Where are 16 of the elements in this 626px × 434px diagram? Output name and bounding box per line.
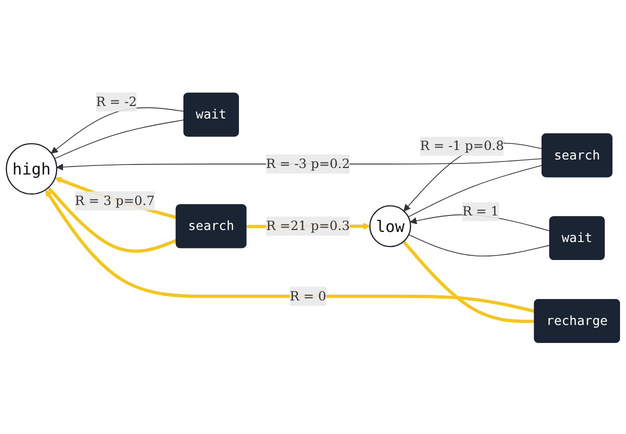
edge-label: R = -1 p=0.8: [420, 138, 504, 153]
connector: [54, 119, 185, 159]
connector: [408, 234, 550, 256]
arrow: [54, 176, 177, 219]
connector: [408, 164, 543, 217]
arrow: [45, 189, 536, 312]
edge-label: R = 3 p=0.7: [74, 192, 155, 208]
edge-label: R =21 p=0.3: [266, 218, 350, 233]
edge-label: R = 1: [462, 203, 499, 218]
edge-label: R = 0: [290, 288, 326, 304]
node-circle: low: [369, 204, 412, 247]
connector: [47, 186, 178, 252]
connector: [402, 240, 535, 323]
node-circle: high: [6, 142, 58, 194]
edge-label: R = -3 p=0.2: [266, 156, 350, 171]
edge-label: R = -2: [96, 94, 137, 109]
